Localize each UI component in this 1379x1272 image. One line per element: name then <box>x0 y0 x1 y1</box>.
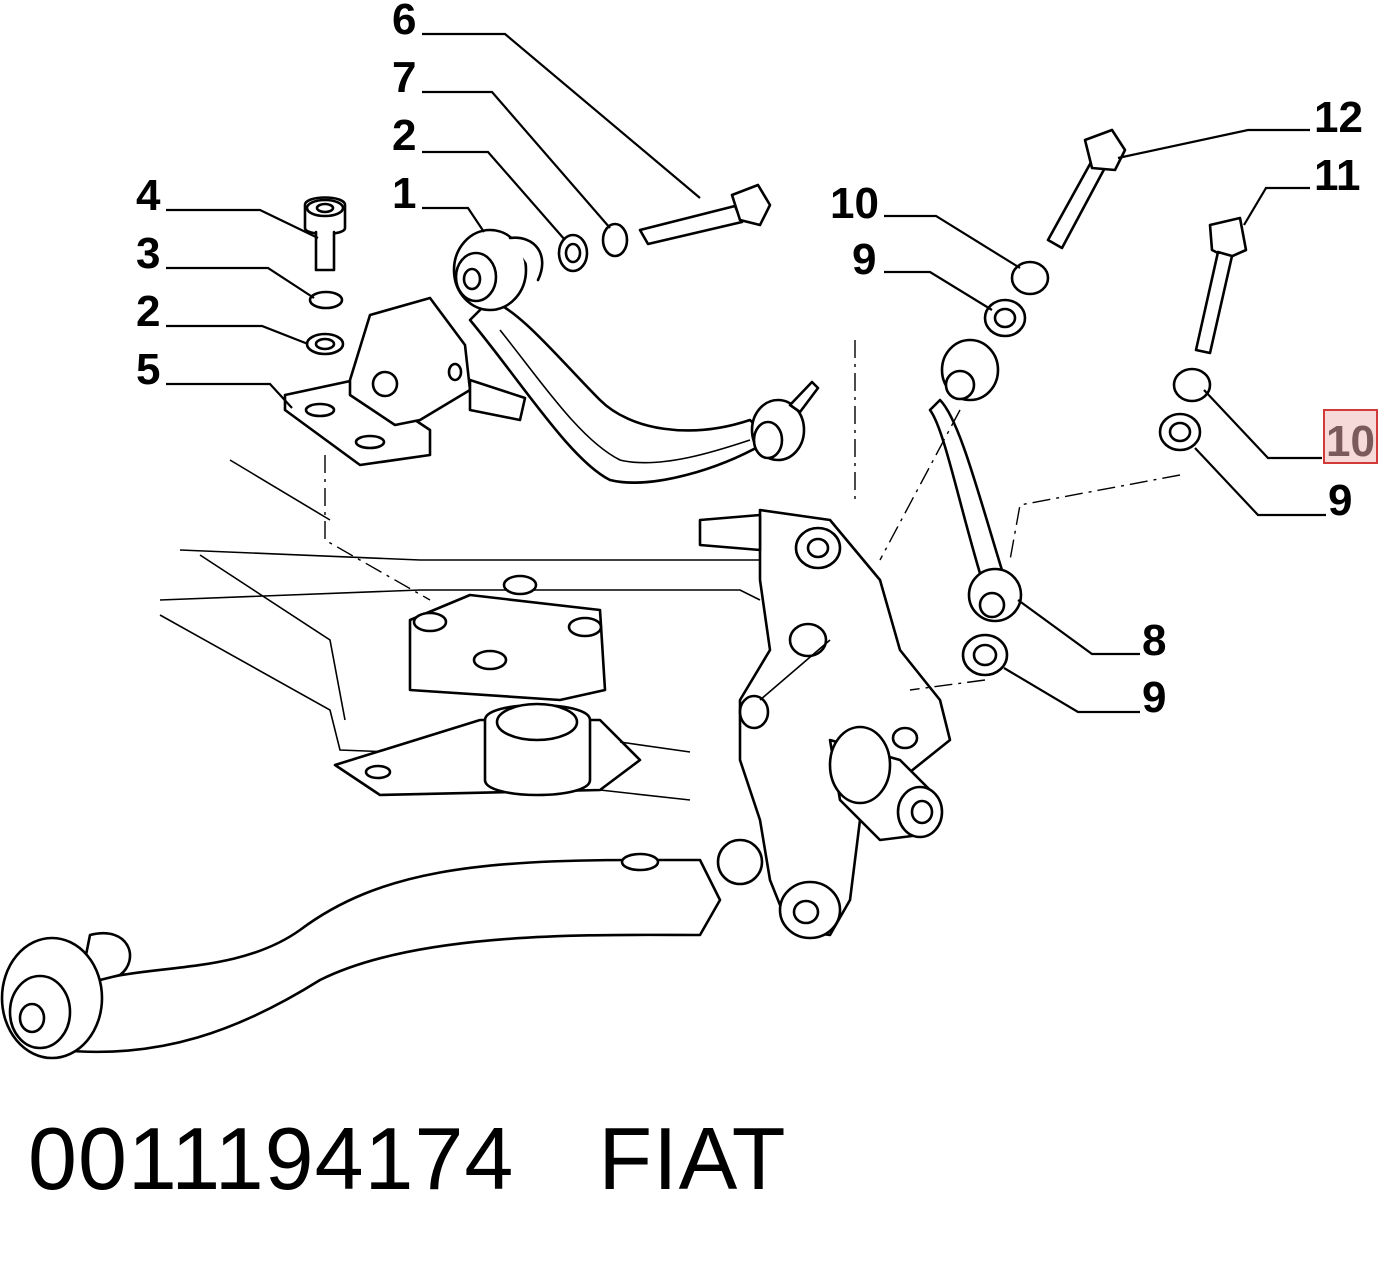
washer-2-lower <box>305 332 345 356</box>
bolt-4 <box>303 196 347 272</box>
washer-10-right <box>1172 367 1212 403</box>
part-caption: 0011194174 FIAT <box>28 1108 786 1218</box>
highlight-box <box>1323 409 1378 464</box>
washer-2-upper <box>557 233 589 273</box>
callout-3: 3 <box>136 229 160 278</box>
callout-11: 11 <box>1314 151 1361 200</box>
callout-10-left: 10 <box>830 179 879 228</box>
washer-7 <box>601 222 629 258</box>
callout-12: 12 <box>1314 93 1363 142</box>
callouts: 6 7 2 1 4 3 2 5 10 9 12 11 10 9 8 9 <box>136 0 1375 722</box>
brand-name: FIAT <box>598 1109 787 1208</box>
callout-7: 7 <box>392 53 416 102</box>
subframe <box>159 459 761 801</box>
mounting-bracket <box>283 296 527 467</box>
callout-9-upper-right: 9 <box>1328 476 1352 525</box>
part-number: 0011194174 <box>28 1109 515 1208</box>
callout-2-lower: 2 <box>136 287 160 336</box>
callout-9-upper-left: 9 <box>852 235 876 284</box>
leader-lines <box>166 32 1326 714</box>
upper-control-arm <box>452 228 820 484</box>
washer-9-lower <box>961 633 1009 677</box>
callout-9-lower: 9 <box>1142 673 1166 722</box>
bolt-11 <box>1194 216 1248 355</box>
callout-6: 6 <box>392 0 416 44</box>
stabilizer-link <box>928 338 1023 623</box>
callout-4: 4 <box>136 171 161 220</box>
suspension-exploded-diagram: 6 7 2 1 4 3 2 5 10 9 12 11 10 9 8 9 <box>0 0 1378 1060</box>
bolt-6 <box>638 183 772 246</box>
bolt-12 <box>1046 128 1127 250</box>
assembly-lines <box>324 340 1181 691</box>
callout-1: 1 <box>392 169 416 218</box>
callout-2-upper: 2 <box>392 111 416 160</box>
lower-control-arm <box>0 852 722 1060</box>
callout-10-highlighted: 10 <box>1326 417 1375 466</box>
washer-9-upper-right <box>1158 412 1202 452</box>
callout-5: 5 <box>136 345 160 394</box>
hub-carrier <box>698 508 952 940</box>
washer-3 <box>308 290 344 310</box>
washer-9-upper-left <box>983 298 1027 338</box>
washer-10-left <box>1010 260 1050 296</box>
callout-8: 8 <box>1142 616 1166 665</box>
